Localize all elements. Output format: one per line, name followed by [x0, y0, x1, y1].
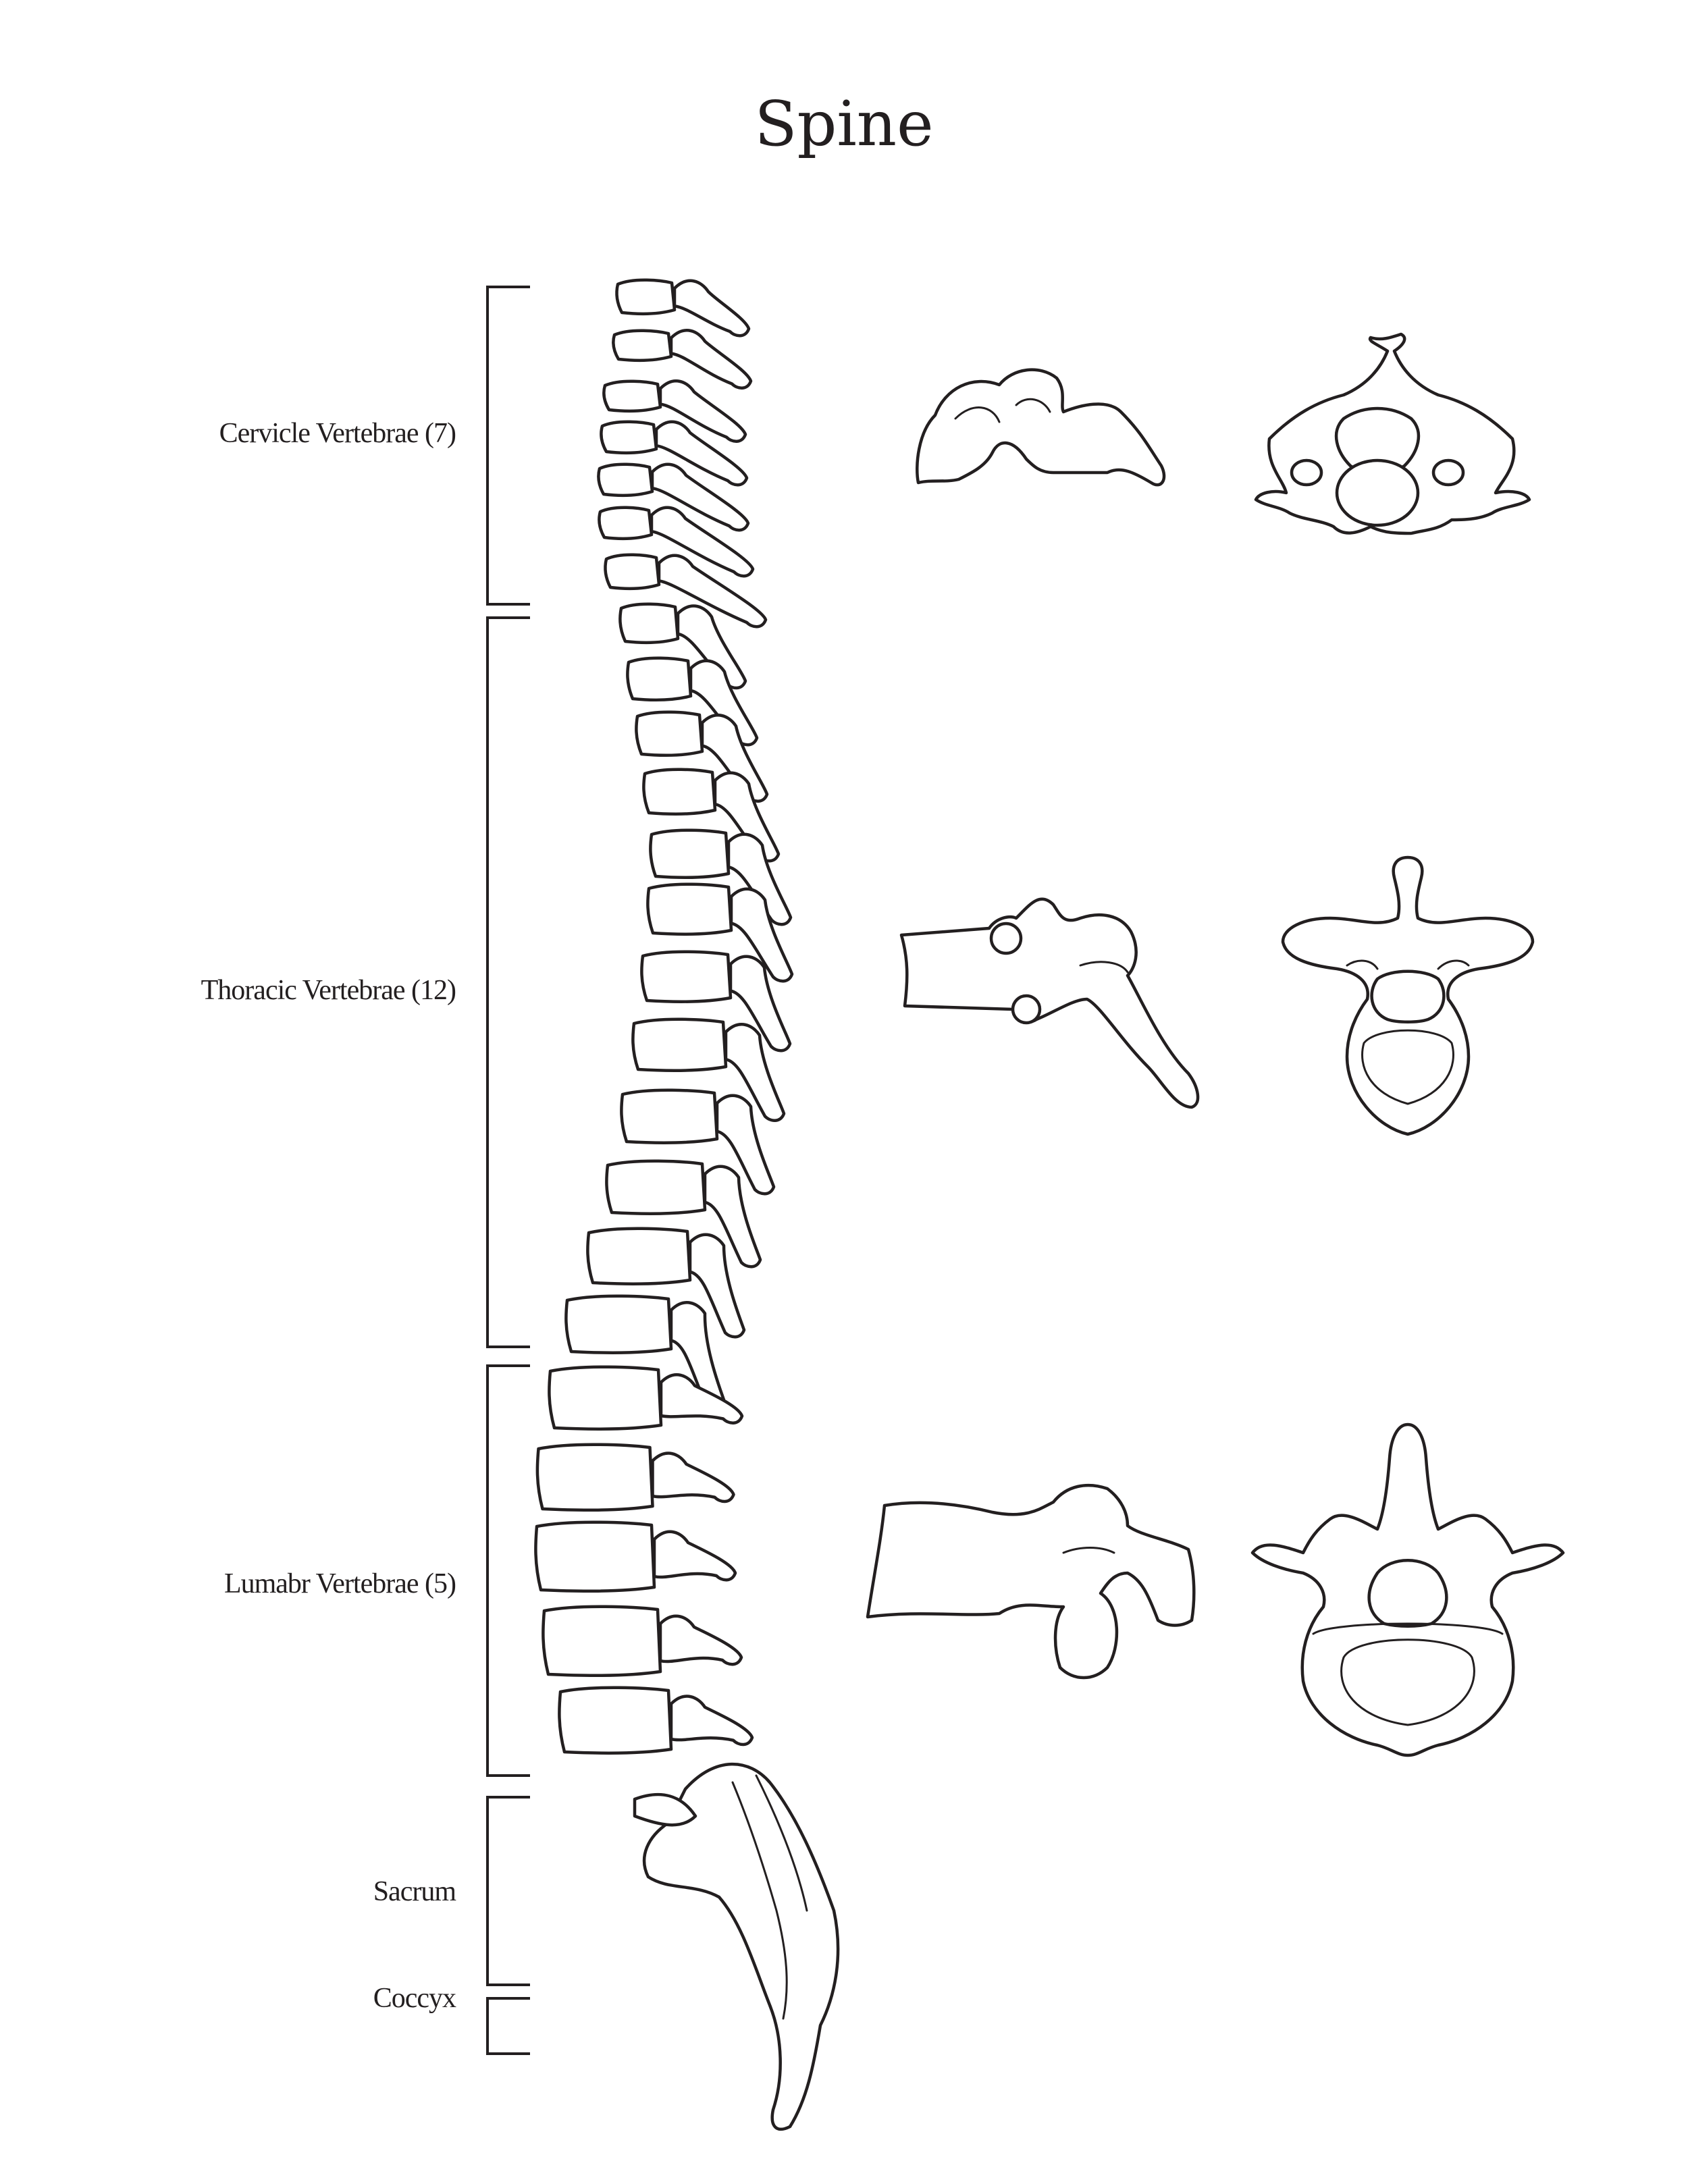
label-sacrum: Sacrum — [373, 1876, 456, 1907]
thoracic-vertebra — [564, 1294, 726, 1408]
bracket-thoracic — [486, 616, 530, 1348]
thoracic-lateral-view — [899, 897, 1200, 1109]
label-coccyx: Coccyx — [373, 1983, 456, 2014]
sacrum-illustration — [633, 1762, 840, 2131]
bracket-coccyx — [486, 1997, 530, 2055]
cervical-vertebra — [600, 420, 749, 487]
cervical-top-view — [1254, 332, 1531, 535]
bracket-cervical — [486, 286, 530, 606]
lumbar-vertebra — [542, 1605, 743, 1678]
thoracic-vertebra — [626, 656, 759, 747]
page-title: Spine — [754, 88, 934, 160]
thoracic-top-view — [1281, 855, 1535, 1136]
lumbar-top-view — [1250, 1422, 1565, 1757]
bracket-sacrum — [486, 1796, 530, 1986]
bracket-lumbar — [486, 1364, 530, 1777]
thoracic-vertebra — [649, 828, 793, 926]
cervical-vertebra — [602, 379, 747, 443]
lumbar-lateral-view — [866, 1483, 1196, 1680]
cervical-vertebra — [615, 278, 751, 338]
thoracic-vertebra — [640, 950, 792, 1053]
spinal-column — [534, 278, 794, 1755]
thoracic-vertebra — [631, 1017, 786, 1122]
thoracic-vertebra — [586, 1227, 746, 1339]
thoracic-vertebra — [618, 602, 747, 690]
cervical-vertebra — [597, 462, 750, 532]
lumbar-vertebra — [535, 1443, 735, 1512]
thoracic-vertebra — [642, 768, 781, 863]
cervical-vertebra — [604, 553, 768, 629]
cervical-lateral-view — [916, 368, 1166, 487]
label-cervical: Cervicle Vertebrae (7) — [219, 418, 456, 449]
lumbar-vertebra — [558, 1686, 754, 1755]
thoracic-vertebra — [605, 1159, 762, 1269]
label-thoracic: Thoracic Vertebrae (12) — [201, 975, 456, 1006]
cervical-vertebra — [612, 329, 753, 390]
region-brackets — [486, 286, 530, 2055]
thoracic-vertebra — [646, 882, 794, 983]
lumbar-vertebra — [534, 1520, 737, 1593]
lumbar-vertebra — [548, 1365, 744, 1431]
label-lumbar: Lumabr Vertebrae (5) — [223, 1568, 456, 1599]
thoracic-vertebra — [620, 1088, 776, 1196]
thoracic-vertebra — [635, 710, 769, 803]
cervical-vertebra — [598, 506, 755, 578]
